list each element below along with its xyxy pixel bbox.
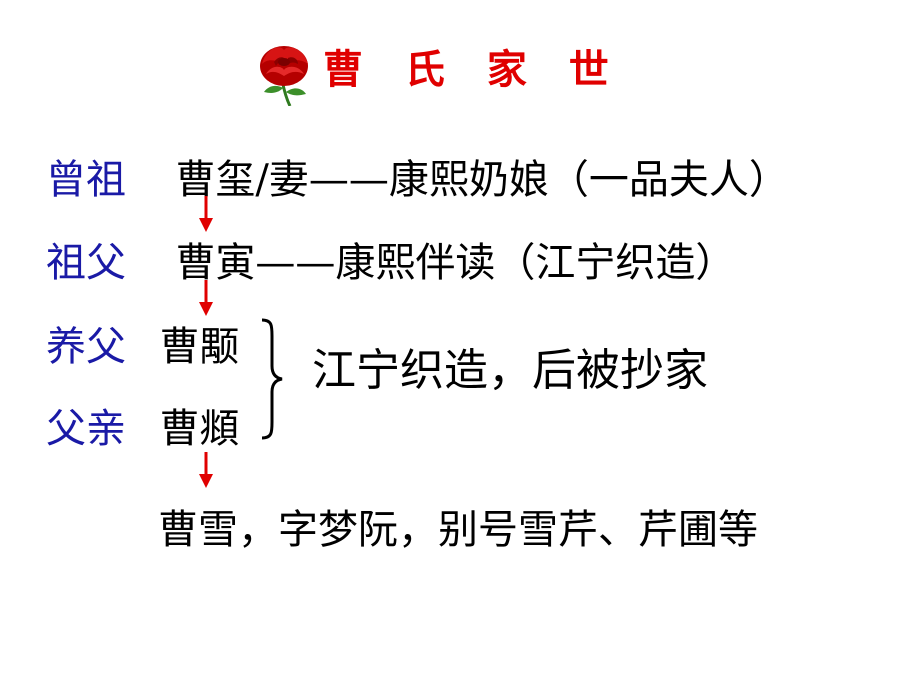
generation-detail: 曹頫	[159, 406, 240, 452]
down-arrow-icon	[199, 196, 213, 232]
down-arrow-icon	[199, 452, 213, 488]
role-label: 祖父	[46, 240, 126, 286]
generation-detail: 曹寅——康熙伴读（江宁织造）	[175, 240, 736, 286]
generation-father: 父亲 曹頫	[46, 404, 239, 454]
author-line: 曹雪，字梦阮，别号雪芹、芹圃等	[158, 507, 758, 553]
role-label: 父亲	[46, 406, 126, 452]
rose-icon	[260, 46, 308, 106]
generation-great-grandfather: 曾祖 曹玺/妻——康熙奶娘（一品夫人）	[46, 155, 789, 205]
right-brace-icon	[261, 318, 283, 440]
down-arrow-icon	[199, 280, 213, 316]
brace-note: 江宁织造，后被抄家	[312, 345, 708, 396]
generation-detail: 曹玺/妻——康熙奶娘（一品夫人）	[175, 157, 789, 203]
role-label: 养父	[46, 324, 126, 370]
generation-adoptive-father: 养父 曹颙	[46, 322, 239, 372]
generation-detail: 曹颙	[159, 324, 240, 370]
generation-grandfather: 祖父 曹寅——康熙伴读（江宁织造）	[46, 238, 735, 288]
role-label: 曾祖	[46, 157, 126, 203]
page-title: 曹 氏 家 世	[323, 47, 623, 93]
